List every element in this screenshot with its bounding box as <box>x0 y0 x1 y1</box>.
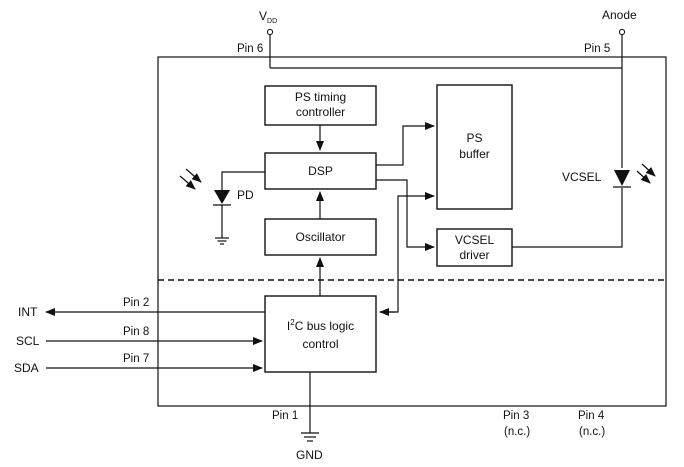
i2c-label-1: I2C bus logic <box>287 318 354 333</box>
pd-light-ray-2 <box>185 168 202 183</box>
gnd-label: GND <box>296 448 323 462</box>
vcsel-driver-label-2: driver <box>459 248 489 262</box>
int-label: INT <box>18 305 38 319</box>
vcsel-diode-icon <box>614 170 630 186</box>
oscillator-label: Oscillator <box>295 230 345 244</box>
ps-buffer-block <box>436 84 513 210</box>
ps-timing-controller-block <box>264 85 377 126</box>
dsp-to-driver-arrow <box>376 179 435 251</box>
ps-buffer-label-1: PS <box>466 131 482 145</box>
anode-label: Anode <box>602 8 637 22</box>
pin3-note: (n.c.) <box>504 426 530 438</box>
pin6-label: Pin 6 <box>237 43 263 55</box>
pin5-label: Pin 5 <box>584 43 610 55</box>
pin1-label: Pin 1 <box>272 410 298 422</box>
chip-outline <box>157 56 667 407</box>
pin7-label: Pin 7 <box>123 353 149 365</box>
i2c-buffer-link <box>383 192 435 313</box>
ps-buffer-label-2: buffer <box>459 147 489 161</box>
sda-label: SDA <box>14 361 39 375</box>
pin3-label: Pin 3 <box>503 410 529 422</box>
driver-to-vcsel-wire <box>512 188 623 248</box>
vcsel-emission-ray-1 <box>636 170 651 184</box>
vcsel-label: VCSEL <box>562 170 602 184</box>
vdd-terminal <box>266 28 274 36</box>
pin8-label: Pin 8 <box>123 326 149 338</box>
anode-terminal <box>618 28 626 36</box>
pin4-note: (n.c.) <box>579 426 605 438</box>
scl-label: SCL <box>16 334 40 348</box>
dsp-label: DSP <box>308 164 333 178</box>
pin4-label: Pin 4 <box>578 410 605 422</box>
i2c-control-block <box>264 295 377 373</box>
i2c-label-2: control <box>302 337 338 351</box>
dsp-block <box>264 152 377 190</box>
dsp-to-buffer-arrow <box>376 122 435 166</box>
vcsel-driver-block <box>436 228 513 267</box>
vdd-label: VDD <box>259 9 277 25</box>
vcsel-emission-ray-2 <box>641 163 656 177</box>
ps-timing-label-1: PS timing <box>295 90 346 104</box>
photodiode-icon <box>214 190 230 204</box>
pd-wire <box>221 171 265 190</box>
pd-light-ray-1 <box>179 175 196 190</box>
pd-label: PD <box>237 188 254 202</box>
pin2-label: Pin 2 <box>123 297 149 309</box>
ps-timing-label-2: controller <box>296 105 345 119</box>
vcsel-driver-label-1: VCSEL <box>455 233 495 247</box>
